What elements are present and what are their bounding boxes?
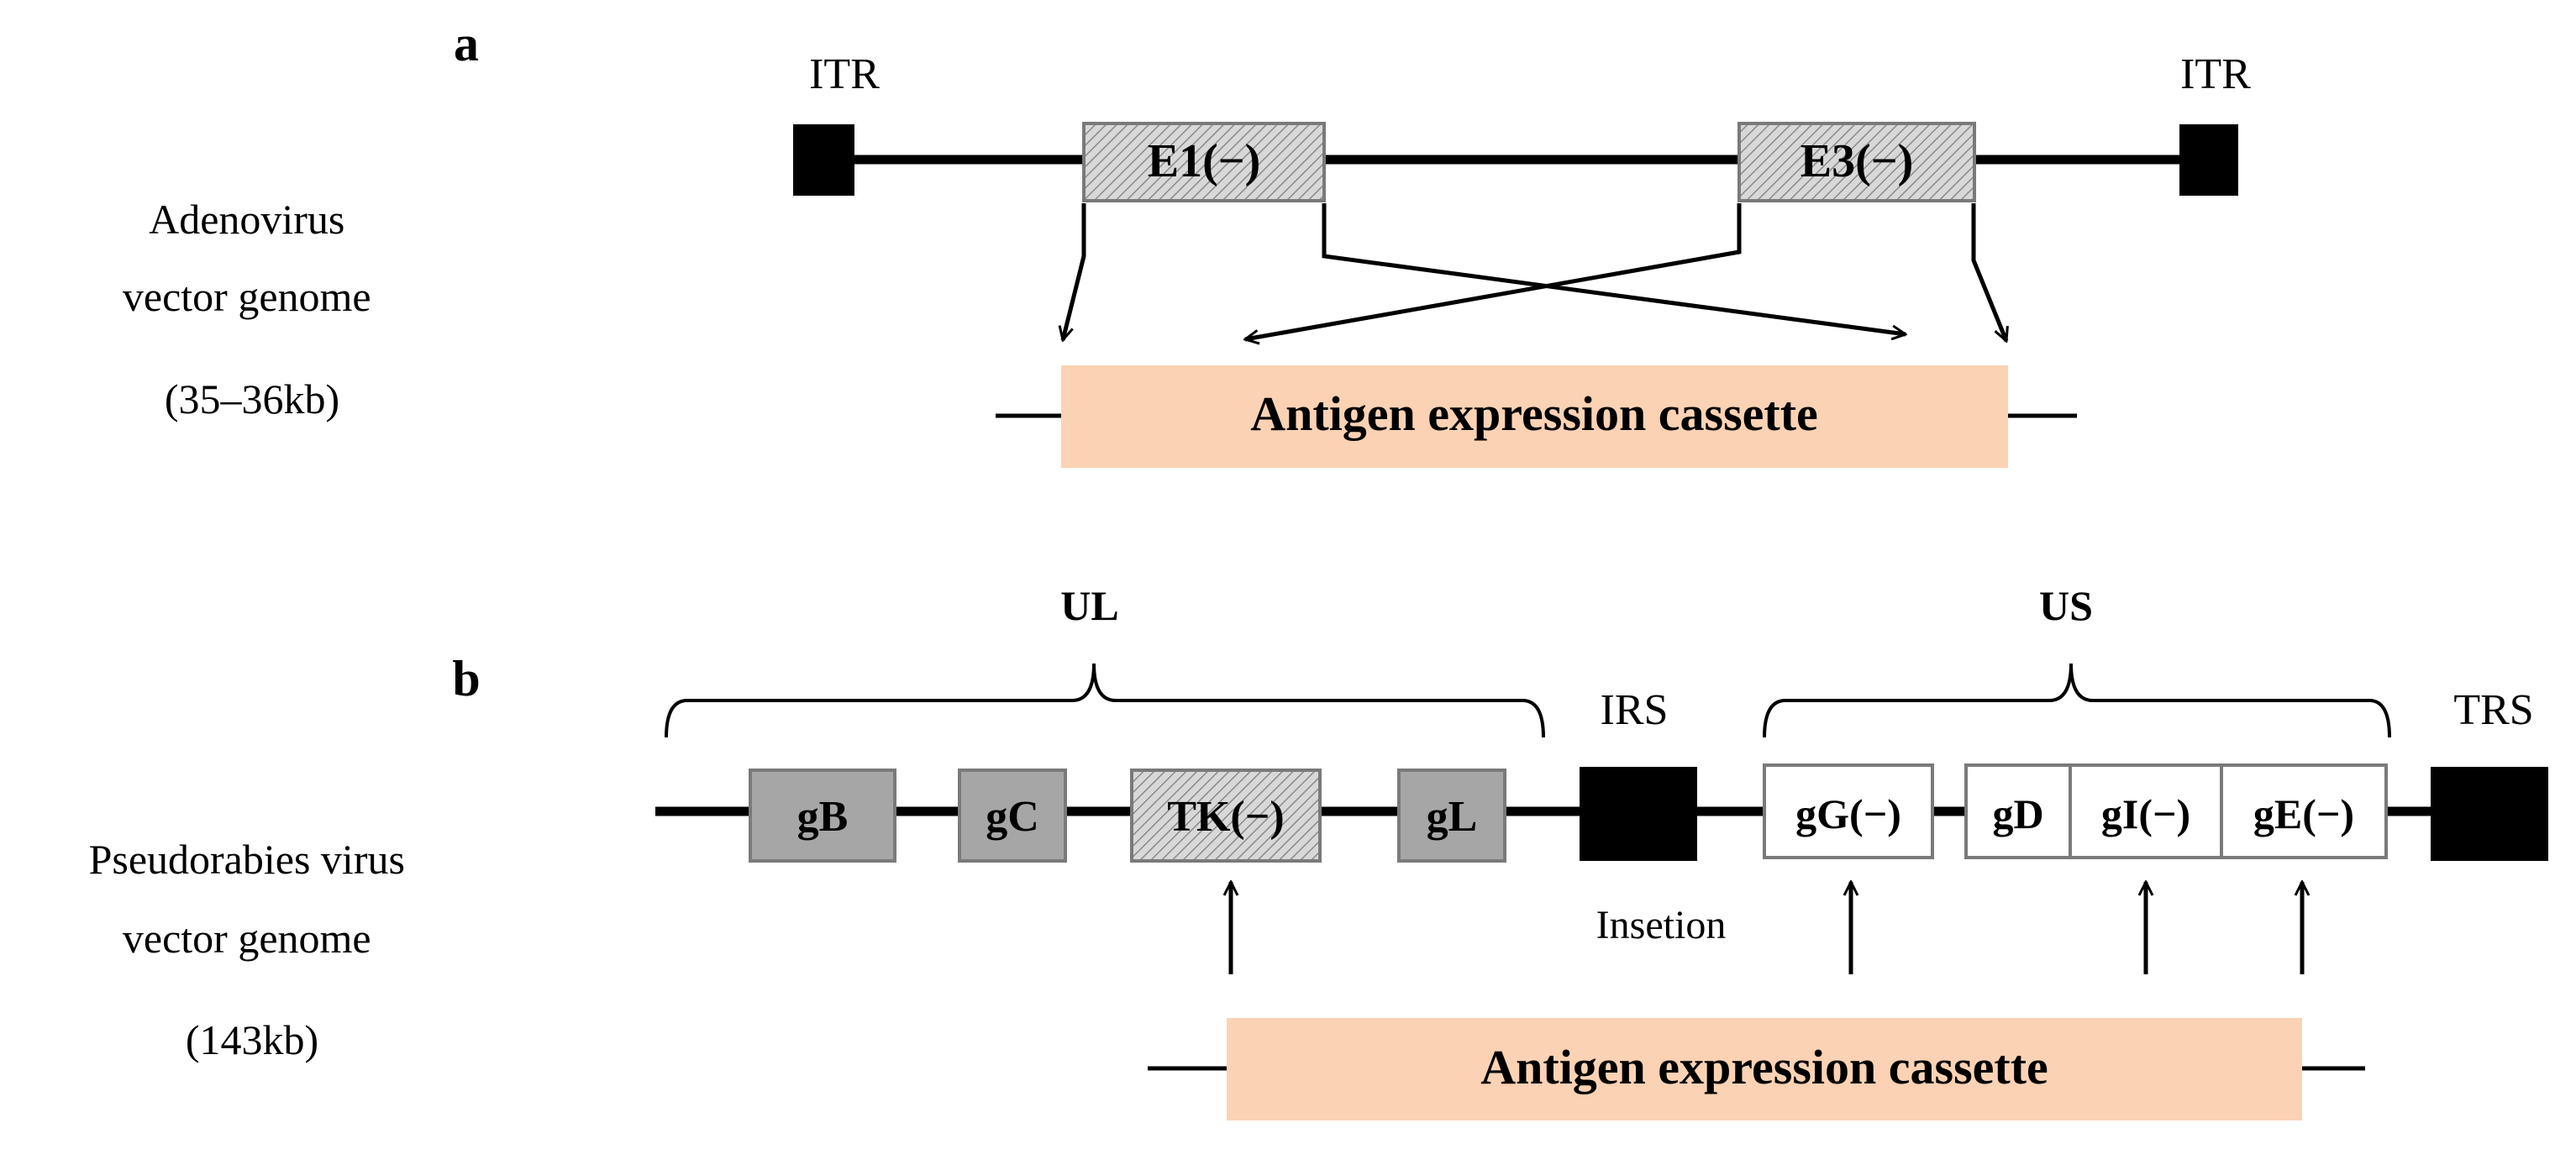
gene-gd-label: gD <box>1992 790 2043 837</box>
gene-gg-box <box>1763 763 1934 859</box>
gene-gc-label: gC <box>986 793 1039 841</box>
panel-a-side-label-line2: vector genome <box>123 273 371 320</box>
gene-gd: gD <box>1964 763 2072 859</box>
panel-a-side-label: Adenovirus vector genome (35–36kb) <box>123 196 381 422</box>
region-us-brace <box>1763 663 2391 738</box>
gene-ge-label: gE(−) <box>2253 790 2354 837</box>
gene-gg-label: gG(−) <box>1795 790 1901 837</box>
gene-ge-box <box>2220 763 2388 859</box>
gene-gc: gC <box>958 769 1067 863</box>
gene-tk: TK(−) <box>1130 769 1322 863</box>
insertion-label: Insetion <box>1596 903 1727 947</box>
itr-left-box <box>793 124 854 196</box>
gene-e3-label: E3(−) <box>1801 135 1914 187</box>
gene-e3-box <box>1737 122 1976 202</box>
gene-gb-box <box>749 769 896 863</box>
arrow-e1-right <box>1322 203 1906 334</box>
cassette-a-label: Antigen expression cassette <box>1250 386 1818 441</box>
trs-box <box>2431 767 2548 861</box>
gene-tk-label: TK(−) <box>1167 793 1284 841</box>
arrow-e3-left <box>1245 203 1742 339</box>
panel-b-side-label-line2: vector genome <box>123 915 371 962</box>
panel-a-side-label-line3: (35–36kb) <box>165 375 339 422</box>
gene-gc-box <box>958 769 1067 863</box>
irs-box <box>1580 767 1697 861</box>
panel-a-label: a <box>454 16 479 71</box>
arrow-e3-right <box>1971 203 2006 341</box>
gene-gb: gB <box>749 769 896 863</box>
arrow-e1-left <box>1063 203 1086 340</box>
gene-ge: gE(−) <box>2220 763 2388 859</box>
gene-gg: gG(−) <box>1763 763 1934 859</box>
trs-label: TRS <box>2453 686 2533 734</box>
irs-label: IRS <box>1601 686 1669 734</box>
gene-tk-box <box>1130 769 1322 863</box>
region-ul-brace <box>665 663 1545 738</box>
cassette-a-box <box>1061 365 2008 468</box>
gene-e1-label: E1(−) <box>1148 135 1261 187</box>
itr-right-box <box>2179 124 2238 196</box>
cassette-b-label: Antigen expression cassette <box>1480 1040 2048 1094</box>
panel-b: b Pseudorabies virus vector genome (143k… <box>89 582 2548 1120</box>
panel-b-label: b <box>452 651 480 706</box>
panel-a-arrows <box>1063 203 2006 341</box>
gene-gi-label: gI(−) <box>2101 790 2190 837</box>
gene-e1-box <box>1082 122 1326 202</box>
gene-e3: E3(−) <box>1737 122 1976 202</box>
cassette-b-box <box>1227 1018 2302 1120</box>
gene-e1: E1(−) <box>1082 122 1326 202</box>
itr-left-label: ITR <box>809 50 880 98</box>
panel-b-side-label-line3: (143kb) <box>186 1016 318 1063</box>
gene-gb-label: gB <box>797 793 849 841</box>
gene-gi-box <box>2069 763 2223 859</box>
panel-b-side-label: Pseudorabies virus vector genome (143kb) <box>89 836 416 1063</box>
gene-gl-label: gL <box>1427 793 1478 841</box>
gene-gl-box <box>1397 769 1506 863</box>
panel-b-arrows <box>1231 882 2302 974</box>
itr-right-label: ITR <box>2180 50 2251 98</box>
panel-b-side-label-line1: Pseudorabies virus <box>89 836 405 883</box>
region-ul-label: UL <box>1060 582 1118 629</box>
gene-gi: gI(−) <box>2069 763 2223 859</box>
gene-gl: gL <box>1397 769 1506 863</box>
region-us-label: US <box>2039 582 2093 629</box>
panel-a: a Adenovirus vector genome (35–36kb) ITR… <box>123 16 2251 468</box>
panel-a-side-label-line1: Adenovirus <box>149 196 344 243</box>
